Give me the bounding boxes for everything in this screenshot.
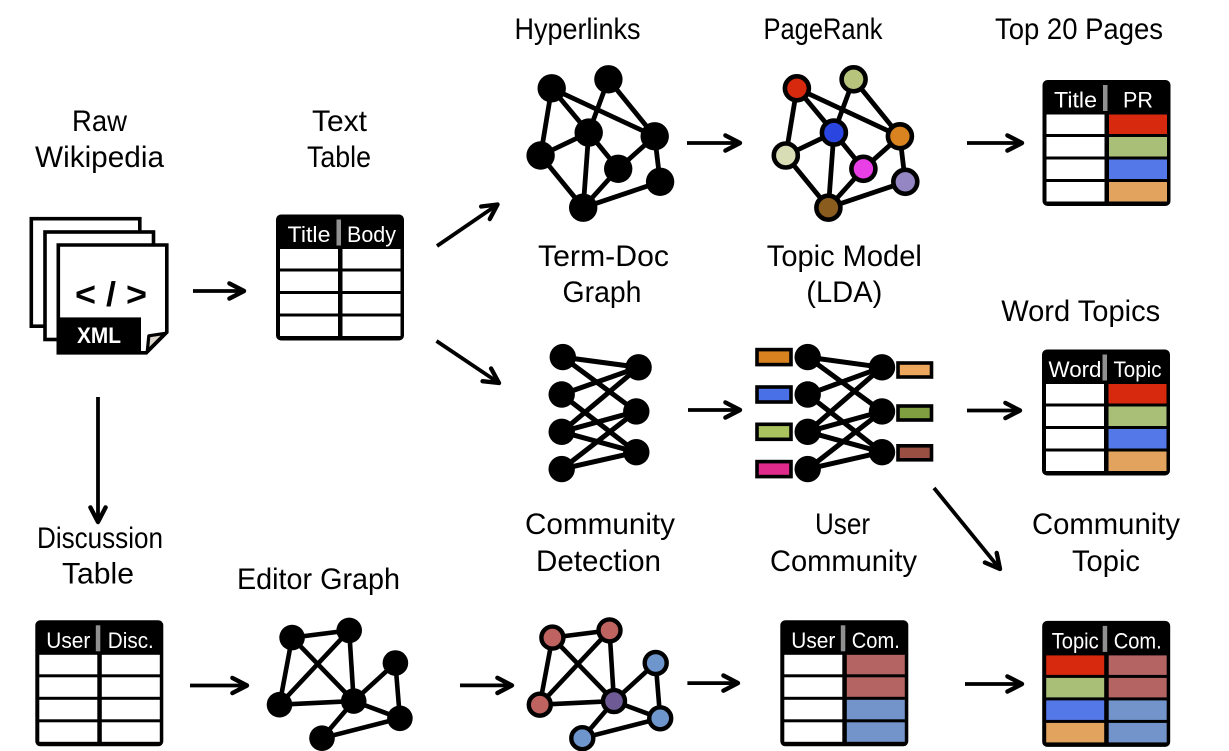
svg-text:PR: PR: [1123, 88, 1153, 113]
svg-text:PageRank: PageRank: [764, 13, 884, 46]
svg-text:Raw: Raw: [72, 105, 127, 138]
svg-text:Com.: Com.: [1114, 628, 1162, 653]
svg-text:Body: Body: [347, 222, 397, 247]
svg-text:Discussion: Discussion: [37, 522, 163, 555]
svg-text:Graph: Graph: [563, 276, 642, 309]
svg-text:Topic: Topic: [1052, 628, 1099, 653]
svg-text:Community: Community: [1032, 508, 1180, 541]
svg-text:(LDA): (LDA): [806, 276, 882, 309]
svg-text:Disc.: Disc.: [108, 628, 154, 653]
svg-text:Text: Text: [312, 105, 368, 138]
svg-text:User: User: [815, 508, 870, 541]
svg-text:Hyperlinks: Hyperlinks: [515, 13, 641, 46]
svg-text:Table: Table: [62, 558, 134, 591]
svg-text:User: User: [791, 628, 835, 653]
svg-text:< / >: < / >: [75, 276, 147, 314]
svg-text:Wikipedia: Wikipedia: [35, 141, 164, 174]
svg-text:Detection: Detection: [536, 545, 661, 578]
svg-text:User: User: [46, 628, 90, 653]
svg-text:Title: Title: [1054, 88, 1097, 113]
svg-text:Word: Word: [1049, 357, 1102, 382]
svg-text:Community: Community: [770, 545, 917, 578]
svg-text:Community: Community: [525, 508, 675, 541]
svg-text:Word Topics: Word Topics: [1001, 295, 1160, 328]
svg-text:Top 20 Pages: Top 20 Pages: [995, 13, 1163, 46]
svg-text:Topic: Topic: [1114, 357, 1162, 382]
svg-text:XML: XML: [77, 323, 121, 348]
svg-text:Editor Graph: Editor Graph: [237, 563, 400, 596]
svg-text:Com.: Com.: [852, 628, 900, 653]
svg-text:Topic: Topic: [1072, 545, 1140, 578]
svg-text:Topic Model: Topic Model: [767, 240, 922, 273]
svg-text:Term-Doc: Term-Doc: [538, 240, 669, 273]
svg-text:Title: Title: [288, 222, 331, 247]
svg-text:Table: Table: [307, 141, 371, 174]
